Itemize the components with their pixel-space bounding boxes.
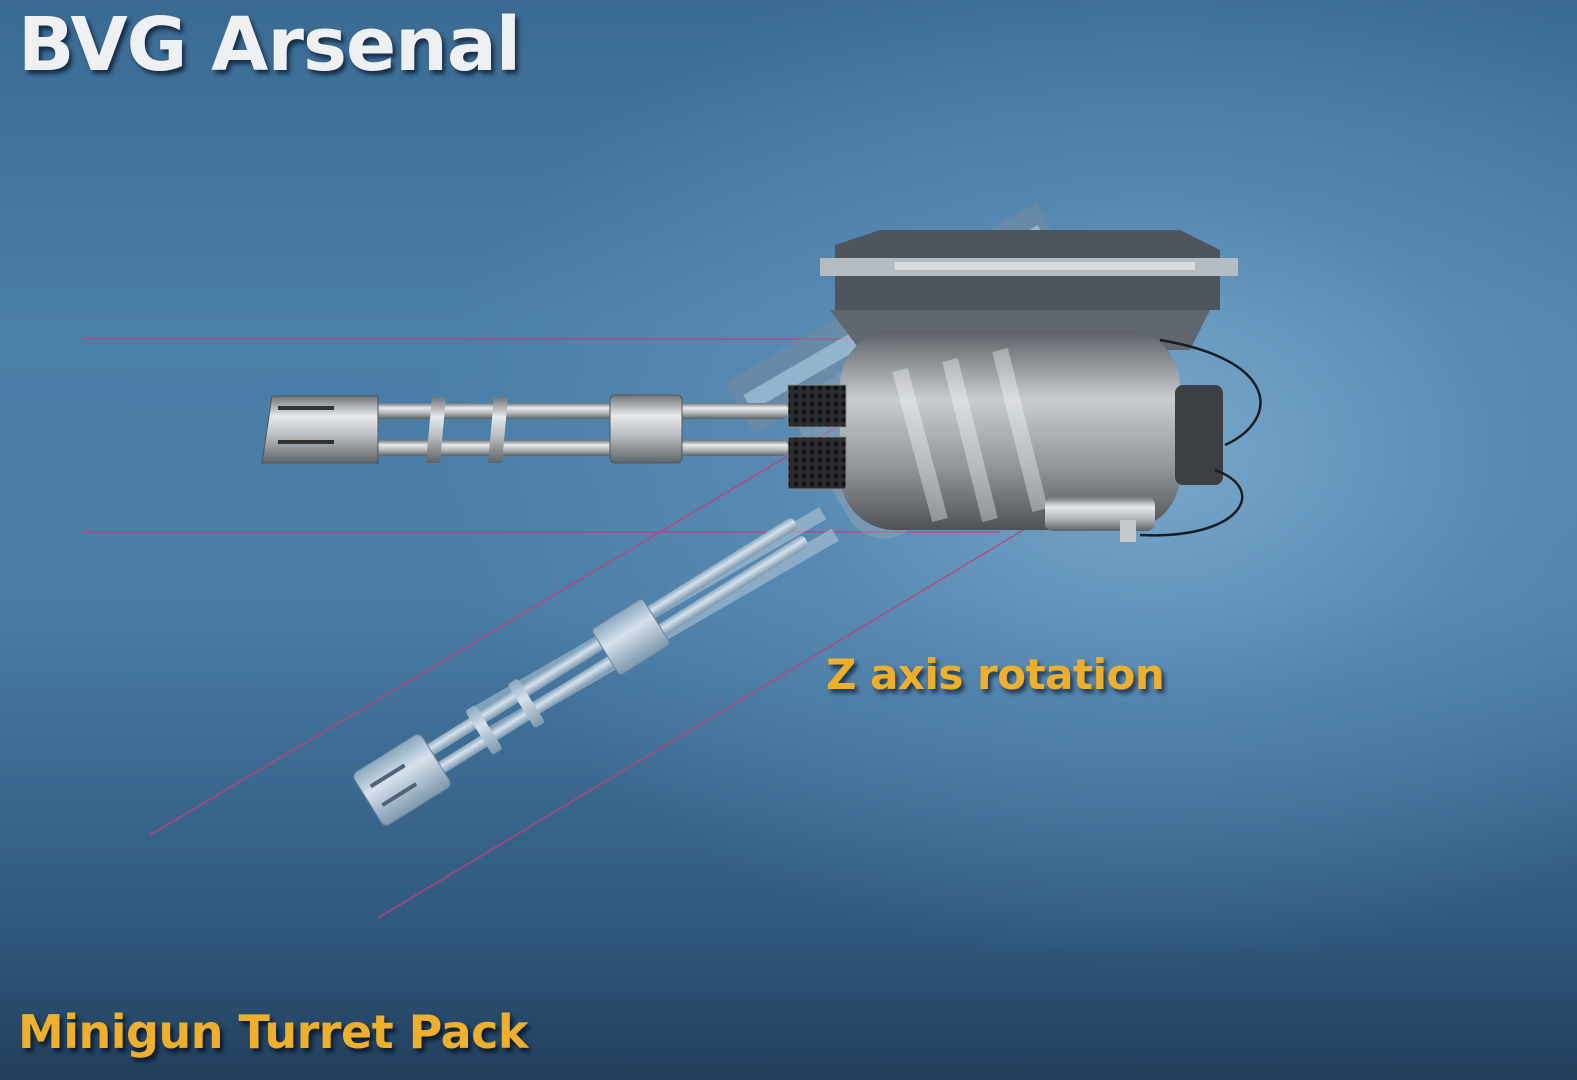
brand-title: BVG Arsenal <box>18 2 521 88</box>
turret-body <box>840 330 1262 542</box>
rotation-caption: Z axis rotation <box>826 650 1165 699</box>
product-name: Minigun Turret Pack <box>18 1005 529 1059</box>
rotated-barrel <box>353 518 808 826</box>
horizontal-barrel <box>261 394 788 464</box>
muzzle-mesh <box>787 384 847 490</box>
